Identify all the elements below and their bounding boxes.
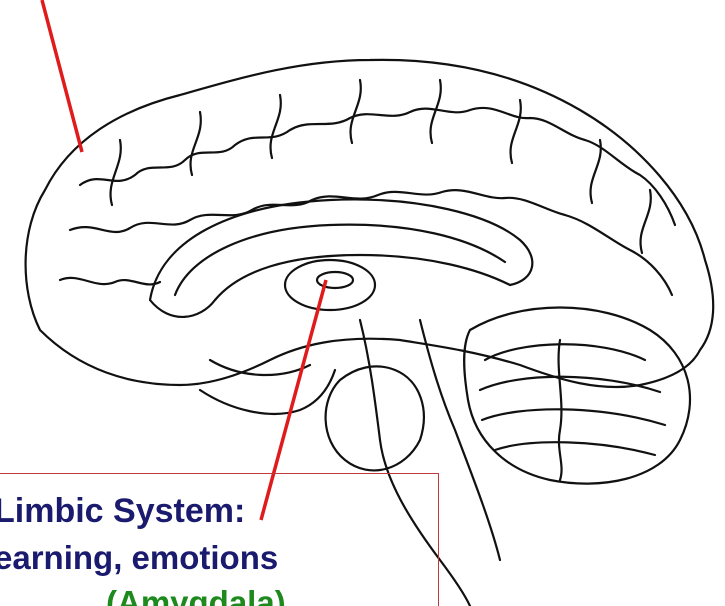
limbic-function-text: earning, emotions: [0, 541, 278, 574]
pons: [326, 366, 424, 470]
cerebrum-outline: [26, 60, 714, 387]
thalamus: [285, 260, 375, 310]
temporal-lobe: [200, 370, 335, 414]
limbic-system-title: Limbic System:: [0, 494, 245, 528]
cerebellum: [464, 308, 690, 484]
pointer-line-cortex: [42, 0, 82, 152]
limbic-structure-text: (Amygdala): [106, 586, 286, 606]
